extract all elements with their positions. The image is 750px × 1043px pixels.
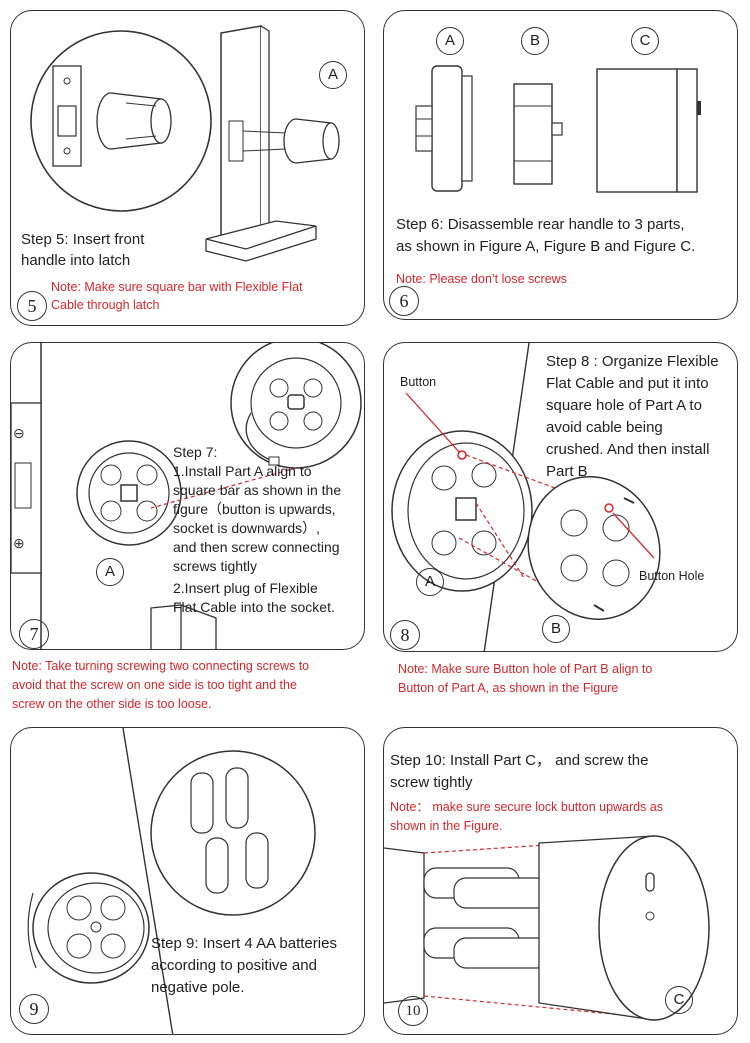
figure-label-b: B	[542, 615, 570, 643]
step-8-line4: avoid cable being	[546, 419, 663, 436]
step-5-text-line2: handle into latch	[21, 252, 131, 269]
step-9-line1: Step 9: Insert 4 AA batteries	[151, 935, 337, 952]
figure-label-b: B	[521, 27, 549, 55]
step-5-note-line2: Cable through latch	[51, 298, 160, 312]
panel-step-10: Step 10: Install Part C， and screw the s…	[383, 727, 738, 1035]
button-hole-label: Button Hole	[639, 569, 705, 583]
rear-handle-parts-illustration	[415, 65, 701, 193]
step-number-5: 5	[17, 291, 47, 321]
step-5-text-line1: Step 5: Insert front	[21, 231, 145, 248]
step-number-10: 10	[398, 996, 428, 1026]
step-8-line5: crushed. And then install	[546, 441, 710, 458]
step-10-note-line1: Note： make sure secure lock button upwar…	[390, 800, 664, 814]
step-7-line3: figure（button is upwards,	[173, 501, 336, 517]
svg-text:⊖: ⊖	[13, 425, 25, 441]
step-10-line1: Step 10: Install Part C， and screw the	[390, 752, 649, 769]
step-5-note-line1: Note: Make sure square bar with Flexible…	[51, 280, 303, 294]
step-8-line2: Flat Cable and put it into	[546, 375, 709, 392]
svg-text:⊕: ⊕	[13, 535, 25, 551]
step-7-line6: screws tightly	[173, 558, 258, 574]
step-8-note-line1: Note: Make sure Button hole of Part B al…	[398, 662, 653, 676]
step-7-title: Step 7:	[173, 444, 218, 460]
step-7-line5: and then screw connecting	[173, 539, 340, 555]
part-c-install-illustration	[384, 835, 710, 1021]
step-9-line2: according to positive and	[151, 957, 317, 974]
step-number-9: 9	[19, 994, 49, 1024]
step-7-note-line3: screw on the other side is too loose.	[12, 697, 212, 711]
figure-label-c: C	[665, 986, 693, 1014]
step-number-7: 7	[19, 619, 49, 649]
step-10-line2: screw tightly	[390, 774, 473, 791]
step-9-line3: negative pole.	[151, 979, 245, 996]
figure-label-a: A	[96, 558, 124, 586]
step-7-line1: 1.Install Part A align to	[173, 463, 312, 479]
panel-step-6: A B C Step 6: Disassemble rear handle to…	[383, 10, 738, 320]
step-6-note: Note: Please don’t lose screws	[396, 272, 567, 286]
step-8-line3: square hole of Part A to	[546, 397, 702, 414]
panel-step-5: A Step 5: Insert front handle into latch…	[10, 10, 365, 326]
part-b-install-illustration	[391, 343, 661, 651]
step-number-6: 6	[389, 286, 419, 316]
figure-label-a: A	[436, 27, 464, 55]
step-7-line8: Flat Cable into the socket.	[173, 599, 335, 615]
panel-step-9: Step 9: Insert 4 AA batteries according …	[10, 727, 365, 1035]
step-7-note-line1: Note: Take turning screwing two connecti…	[12, 659, 310, 673]
panel-step-8: Step 8 : Organize Flexible Flat Cable an…	[383, 342, 738, 652]
door-latch-illustration	[30, 25, 340, 262]
step-10-note-line2: shown in the Figure.	[390, 819, 503, 833]
button-label: Button	[400, 375, 437, 389]
panel-step-7: ⊖ ⊕ Step 7: 1.Install Part A align to sq…	[10, 342, 365, 650]
step-8-note-line2: Button of Part A, as shown in the Figure	[398, 681, 619, 695]
step-7-line4: socket is downwards）,	[173, 520, 321, 536]
step-7-note-line2: avoid that the screw on one side is too …	[12, 678, 297, 692]
step-8-line1: Step 8 : Organize Flexible	[546, 353, 719, 370]
step-6-text-line1: Step 6: Disassemble rear handle to 3 par…	[396, 216, 685, 233]
step-7-line2: square bar as shown in the	[173, 482, 342, 498]
step-7-line7: 2.Insert plug of Flexible	[173, 580, 318, 596]
step-8-line6: Part B	[546, 463, 588, 480]
battery-install-illustration	[27, 728, 316, 1034]
figure-label-c: C	[631, 27, 659, 55]
part-a-install-illustration: ⊖ ⊕	[11, 343, 362, 649]
figure-label-a: A	[319, 61, 347, 89]
figure-label-a: A	[416, 568, 444, 596]
step-number-8: 8	[390, 620, 420, 650]
step-6-text-line2: as shown in Figure A, Figure B and Figur…	[396, 238, 696, 255]
